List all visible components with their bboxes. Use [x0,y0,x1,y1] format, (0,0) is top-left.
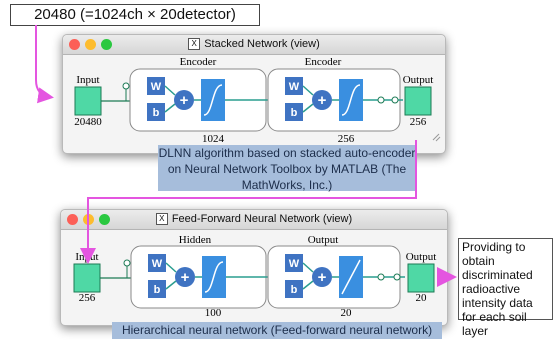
close-button[interactable] [67,214,78,225]
input-arrow [35,25,54,104]
bias-block [285,280,303,298]
layer2-name: Encoder [305,56,342,68]
bias-label: b [154,284,161,296]
bias-block [285,103,303,121]
weight-label: W [152,258,163,270]
input-size: 20480 [74,116,102,128]
output-node [404,86,432,116]
sum-icon [312,90,332,110]
output-size: 20 [416,292,428,304]
window-title: Stacked Network (view) [204,38,320,50]
sum-icon [312,267,332,287]
layer1-name: Encoder [180,56,217,68]
bias-label: b [291,107,298,119]
layer2-name: Output [308,234,339,246]
sum-icon [174,90,194,110]
weight-block [147,77,165,95]
network-diagram: Input 256 Hidden W b + 100 Output W b + [73,234,437,319]
svg-text:+: + [181,269,190,286]
bias-block [148,280,166,298]
algorithm-description: DLNN algorithm based on stacked auto-enc… [158,145,416,192]
weight-label: W [289,258,300,270]
resize-grip-icon[interactable] [432,133,441,142]
input-node [74,86,102,116]
layer2-size: 20 [341,307,353,319]
input-dimension-label: 20480 (=1024ch × 20detector) [10,4,260,26]
input-label: Input [76,74,99,86]
network-diagram: Input 20480 Encoder W b + 1024 Encoder W… [74,56,441,145]
output-label: Output [406,251,437,263]
output-node [407,263,435,293]
minimize-button[interactable] [85,39,96,50]
input-node [73,263,101,293]
output-label: Output [403,74,434,86]
bottom-caption: Hierarchical neural network (Feed-forwar… [112,322,442,339]
layer1-name: Hidden [179,234,212,246]
bias-label: b [153,107,160,119]
layer2-size: 256 [338,133,355,145]
svg-text:+: + [318,269,327,286]
input-size: 256 [79,292,96,304]
output-size: 256 [410,116,427,128]
input-label: Input [75,251,98,263]
weight-label: W [289,81,300,93]
svg-text:+: + [180,92,189,109]
matlab-window-icon: X [188,38,201,51]
svg-text:+: + [318,92,327,109]
output-note: Providing to obtain discriminated radioa… [458,238,553,338]
weight-label: W [151,81,162,93]
sum-icon [175,267,195,287]
bias-label: b [291,284,298,296]
layer1-size: 1024 [202,133,225,145]
bias-block [147,103,165,121]
close-button[interactable] [69,39,80,50]
weight-block [285,77,303,95]
zoom-button[interactable] [101,39,112,50]
layer1-size: 100 [205,307,222,319]
